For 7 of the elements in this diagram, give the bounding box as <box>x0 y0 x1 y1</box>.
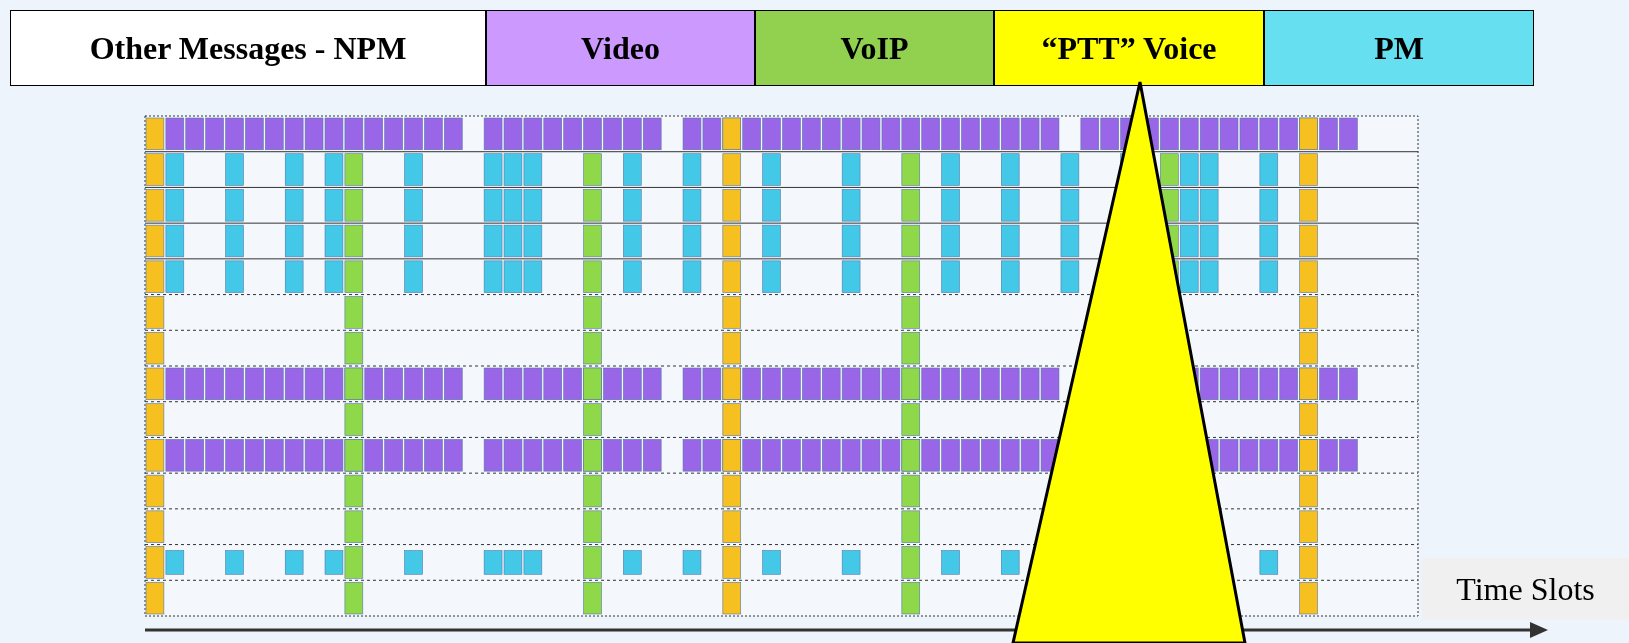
legend-text: VoIP <box>840 29 909 67</box>
legend-text: PM <box>1374 29 1424 67</box>
legend-text: Video <box>581 29 660 67</box>
callout-wedge <box>1011 80 1247 643</box>
legend-text: “PTT” Voice <box>1041 29 1217 67</box>
axis-label: Time Slots <box>1456 570 1595 608</box>
legend-text: Other Messages - NPM <box>89 29 407 67</box>
